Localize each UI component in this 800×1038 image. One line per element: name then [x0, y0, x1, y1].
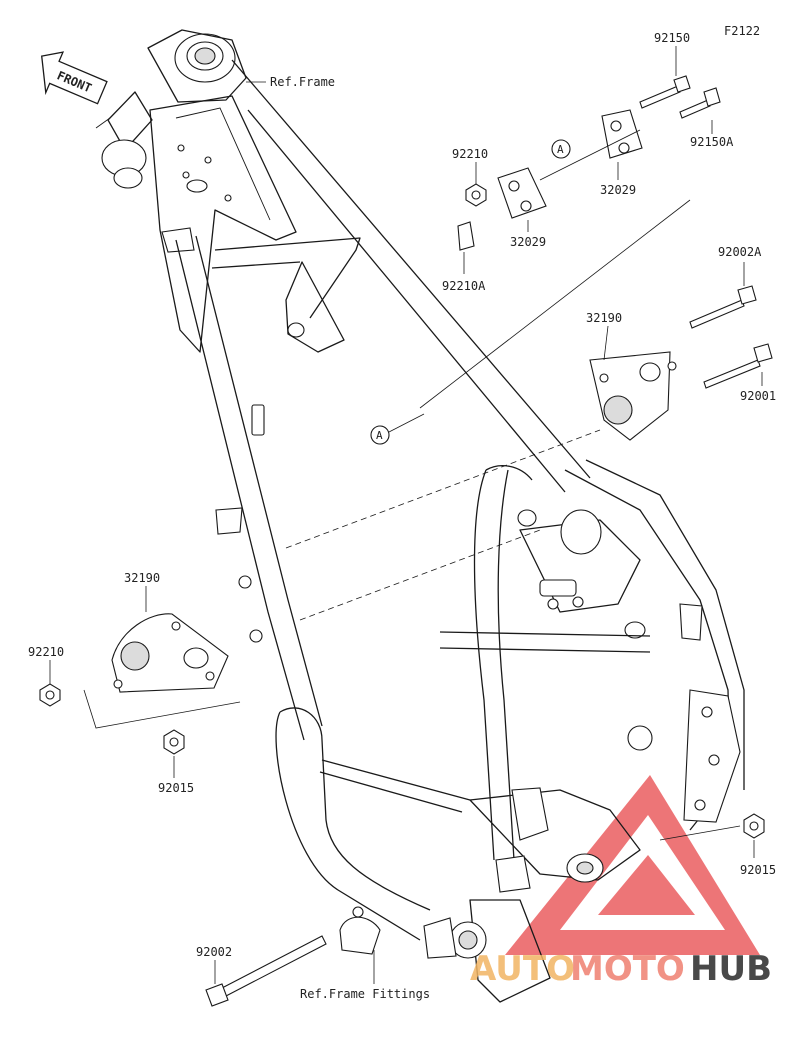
bolt-92150 [639, 75, 691, 109]
front-arrow-icon: FRONT [40, 51, 108, 105]
svg-text:A: A [557, 143, 564, 156]
part-label-92002A: 92002A [718, 245, 762, 259]
part-label-92002: 92002 [196, 945, 232, 959]
watermark-auto: AUTO [470, 949, 575, 989]
bolt-92002A [689, 285, 757, 329]
watermark-hub: HUB [690, 949, 772, 989]
callout-a-frame: A [370, 413, 425, 445]
nut-92015-left [163, 729, 185, 755]
part-label-92210A: 92210A [442, 279, 486, 293]
ref-frame-fittings-label: Ref.Frame Fittings [300, 987, 430, 1001]
watermark-logo: AUTO MOTO HUB [470, 949, 772, 989]
part-label-92015-left: 92015 [158, 781, 194, 795]
part-label-92150: 92150 [654, 31, 690, 45]
watermark-triangle [505, 775, 760, 955]
nut-92210-top [465, 183, 487, 207]
svg-text:A: A [376, 429, 383, 442]
callout-a-top: A [551, 139, 571, 159]
figure-code: F2122 [724, 24, 760, 38]
bolt-92001 [703, 343, 773, 389]
part-label-92150A: 92150A [690, 135, 734, 149]
nut-92015-right [743, 813, 765, 839]
bolt-92150A [679, 87, 721, 119]
bracket-32190-right [589, 351, 677, 441]
part-label-32029-right: 32029 [600, 183, 636, 197]
bracket-32190-left [111, 613, 229, 693]
part-label-92210-left: 92210 [28, 645, 64, 659]
part-label-92015-right: 92015 [740, 863, 776, 877]
plate-32029 [497, 109, 643, 219]
ref-frame-label: Ref.Frame [270, 75, 335, 89]
collar-92210A [457, 221, 475, 251]
frame-fitting-collar [339, 906, 381, 955]
bolt-92002 [205, 935, 327, 1007]
part-label-32190-right: 32190 [586, 311, 622, 325]
part-label-92210-top: 92210 [452, 147, 488, 161]
part-label-92001: 92001 [740, 389, 776, 403]
watermark-moto: MOTO [570, 949, 685, 989]
leader-lines [49, 46, 763, 984]
motorcycle-frame [95, 29, 745, 1003]
nut-92210-left [39, 683, 61, 707]
part-label-32029-left: 32029 [510, 235, 546, 249]
part-label-32190-left: 32190 [124, 571, 160, 585]
